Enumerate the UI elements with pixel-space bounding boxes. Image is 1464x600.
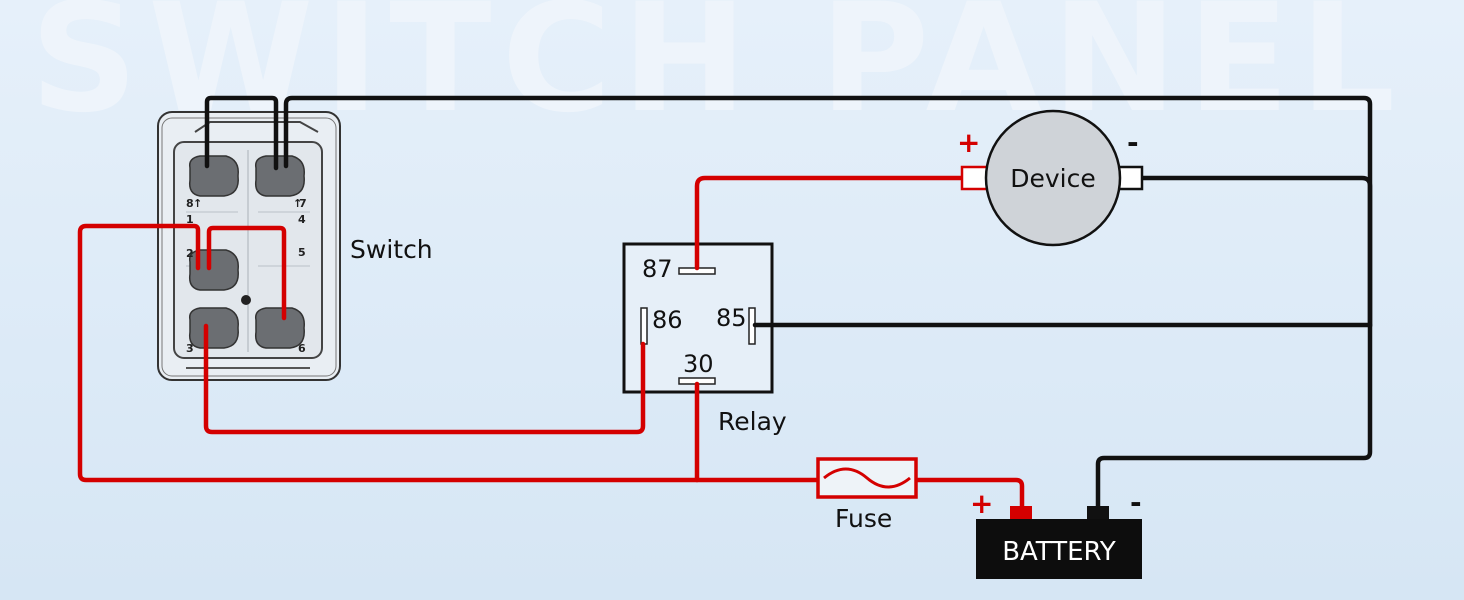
fuse-label: Fuse xyxy=(835,504,892,533)
terminal-2 xyxy=(188,249,239,291)
switch-led-dot xyxy=(241,295,251,305)
pin-label-8: 8 xyxy=(186,197,194,210)
relay-87-to-device-wire xyxy=(694,175,965,271)
relay-pin-87-label: 87 xyxy=(642,255,673,283)
device-body xyxy=(984,109,1122,247)
device-label: Device xyxy=(1010,164,1096,193)
pin-arrow-8: ↑ xyxy=(193,197,202,210)
switch-bridge-wire xyxy=(206,225,287,321)
battery: BATTERY + - xyxy=(970,486,1142,579)
battery-body xyxy=(976,519,1142,579)
switch-top-clip xyxy=(194,121,319,133)
pin-arrow-7: ↑ xyxy=(293,197,302,210)
fuse xyxy=(816,457,918,499)
terminal-3 xyxy=(188,307,239,349)
relay-pin-30-label: 30 xyxy=(683,350,714,378)
pin-label-1: 1 xyxy=(186,213,194,226)
device-minus-sign: - xyxy=(1127,126,1139,159)
fuse-element-icon xyxy=(823,467,911,489)
battery-negative-post xyxy=(1087,506,1109,520)
switch-jumper-wire xyxy=(204,95,279,171)
pin-label-2: 2 xyxy=(186,247,194,260)
terminal-7 xyxy=(254,155,305,197)
switch-inner-frame xyxy=(161,117,337,377)
relay-pin-86-blade xyxy=(640,307,648,345)
switch-label: Switch xyxy=(350,235,433,264)
terminal-6 xyxy=(254,307,305,349)
battery-positive-post xyxy=(1010,506,1032,520)
power-wire-battery-to-switch xyxy=(77,223,821,483)
battery-plus-sign: + xyxy=(970,487,993,520)
relay-label: Relay xyxy=(718,407,787,436)
relay-pin-86-label: 86 xyxy=(652,306,683,334)
pin-label-3: 3 xyxy=(186,342,194,355)
terminal-8 xyxy=(188,155,239,197)
battery-label: BATTERY xyxy=(1002,537,1116,567)
pin-label-4: 4 xyxy=(298,213,306,226)
pin-label-5: 5 xyxy=(298,246,306,259)
battery-minus-sign: - xyxy=(1130,486,1142,519)
rocker-switch: 8 ↑ ↑ 7 1 4 2 5 3 6 xyxy=(157,111,341,381)
device-plus-sign: + xyxy=(957,126,980,159)
relay: 87 86 85 30 xyxy=(622,242,774,394)
fuse-to-battery-wire xyxy=(913,477,1025,511)
pin-label-7: 7 xyxy=(299,197,307,210)
device-positive-terminal xyxy=(960,165,990,191)
ground-wire-switch-to-battery xyxy=(283,95,1373,509)
ground-wire-device xyxy=(1139,175,1373,329)
relay-pin-85-label: 85 xyxy=(716,304,747,332)
device: Device + - xyxy=(957,109,1144,247)
pin-label-6: 6 xyxy=(298,342,306,355)
switch-to-relay-86-wire xyxy=(203,323,646,435)
